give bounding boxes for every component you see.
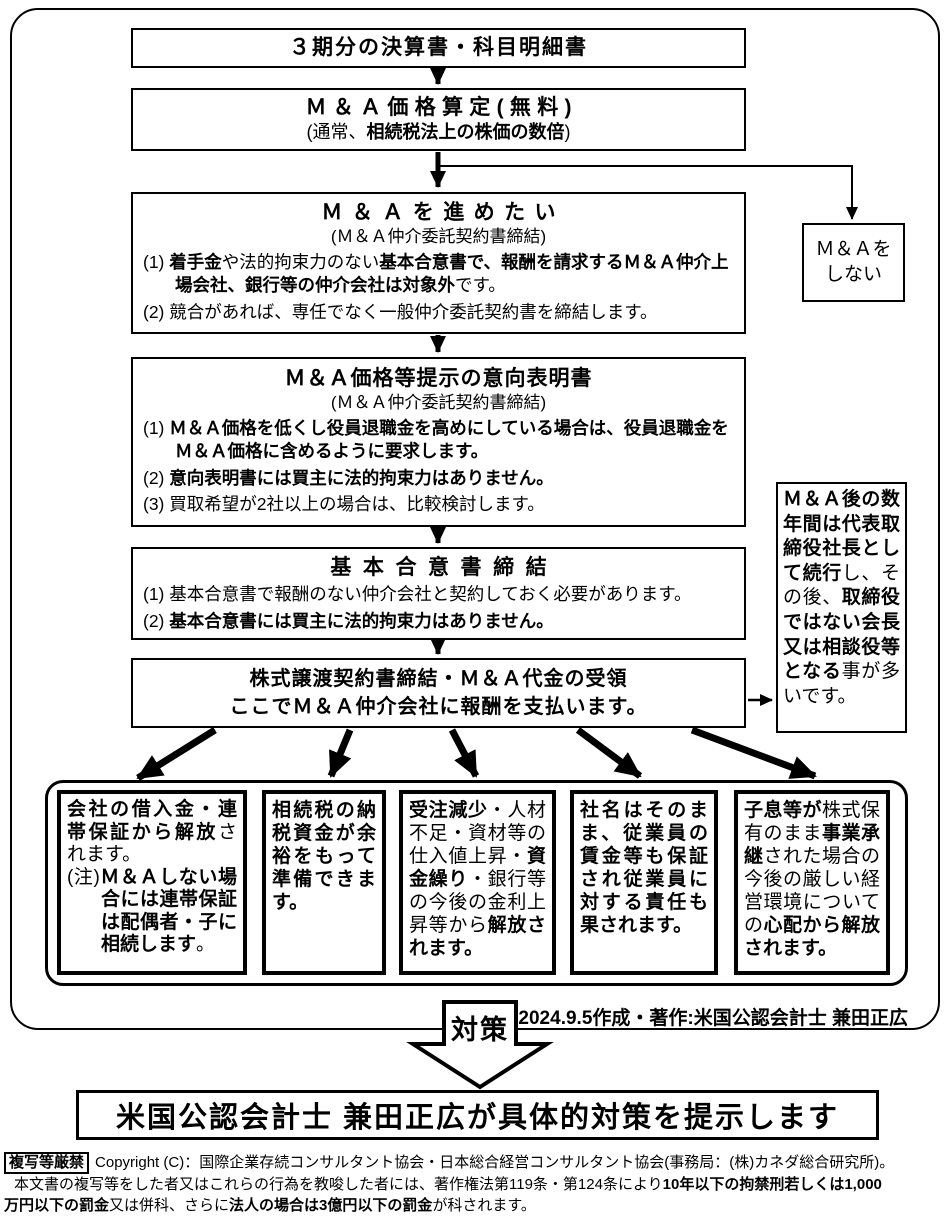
footer-line2-text: 本文書の複写等をした者又はこれらの行為を教唆した者には、著作権法第119条・第1…	[14, 1176, 882, 1193]
note-after-ma-text: Ｍ＆Ａ後の数年間は代表取締役社長として続行し、その後、取締役ではない会長又は相談…	[783, 489, 900, 707]
benefit-box-debt-guarantee: 会社の借入金・連帯保証から解放されます。 (注)Ｍ＆Ａしない場合には連帯保証は配…	[57, 790, 247, 975]
flow-box4-title: Ｍ＆Ａ価格等提示の意向表明書	[284, 367, 593, 390]
flow-box-no-ma: Ｍ＆Ａを しない	[802, 223, 905, 302]
footer-line1-text: Copyright (C)：国際企業存続コンサルタント協会・日本総合経営コンサル…	[95, 1154, 895, 1171]
benefit-box-inheritance-tax: 相続税の納税資金が余裕をもって準備できます。	[262, 790, 386, 975]
benefit5-para1: 子息等が株式保有のまま事業承継された場合の今後の厳しい経営環境についての心配から…	[744, 800, 880, 959]
copy-prohibited-stamp: 複写等厳禁	[4, 1152, 90, 1174]
flow-box-price-valuation: Ｍ＆Ａ価格算定(無料) (通常、相続税法上の株価の数倍)	[131, 88, 746, 151]
flow-box3-title: Ｍ＆Ａを進めたい	[321, 201, 566, 224]
arrow-fan-benefit4-icon	[575, 727, 643, 779]
taisaku-label: 対策	[451, 1015, 509, 1045]
taisaku-arrow-icon	[406, 1000, 554, 1090]
footer-line3-text: 万円以下の罰金又は併科、さらに法人の場合は3億円以下の罰金が科されます。	[4, 1197, 536, 1214]
flow-box4-subtitle: (Ｍ＆Ａ仲介委託契約書締結)	[330, 393, 547, 413]
flow-box-letter-of-intent: Ｍ＆Ａ価格等提示の意向表明書 (Ｍ＆Ａ仲介委託契約書締結) (1) Ｍ＆Ａ価格を…	[131, 357, 746, 527]
benefit-box-succession: 子息等が株式保有のまま事業承継された場合の今後の厳しい経営環境についての心配から…	[734, 790, 890, 975]
flow-box2-subtitle: (通常、相続税法上の株価の数倍)	[306, 122, 571, 143]
flow-box-basic-agreement: 基本合意書締結 (1) 基本合意書で報酬のない仲介会社と契約しておく必要がありま…	[131, 547, 746, 640]
no-ma-line1: Ｍ＆Ａを	[815, 238, 892, 260]
flow-box6-line1: 株式譲渡契約書締結・Ｍ＆Ａ代金の受領	[249, 668, 628, 690]
benefit2-para1: 相続税の納税資金が余裕をもって準備できます。	[272, 800, 376, 913]
flow-box-proceed-ma: Ｍ＆Ａを進めたい (Ｍ＆Ａ仲介委託契約書締結) (1) 着手金や法的拘束力のない…	[131, 192, 746, 334]
flow-box-share-transfer: 株式譲渡契約書締結・Ｍ＆Ａ代金の受領 ここでＭ＆Ａ仲介会社に報酬を支払います。	[131, 658, 746, 728]
no-ma-line2: しない	[824, 263, 882, 285]
flow-box5-title: 基本合意書締結	[330, 556, 559, 579]
flow-box1-title: ３期分の決算書・科目明細書	[289, 36, 588, 60]
benefit1-para2: (注)Ｍ＆Ａしない場合には連帯保証は配偶者・子に相続します。	[67, 866, 237, 956]
footer-line2: 本文書の複写等をした者又はこれらの行為を教唆した者には、著作権法第119条・第1…	[4, 1174, 948, 1195]
flow-box4-item-1: (1) Ｍ＆Ａ価格を低くし役員退職金を高めにしている場合は、役員退職金をＭ＆Ａ価…	[143, 417, 729, 462]
flow-box5-item-2: (2) 基本合意書には買主に法的拘束力はありません。	[143, 610, 554, 631]
flow-box4-item-3: (3) 買取希望が2社以上の場合は、比較検討します。	[143, 494, 545, 515]
bottom-banner: 米国公認会計士 兼田正広が具体的対策を提示します	[76, 1090, 879, 1140]
flow-box2-title: Ｍ＆Ａ価格算定(無料)	[305, 96, 578, 120]
benefit1-para1: 会社の借入金・連帯保証から解放されます。	[67, 799, 237, 865]
arrow-fan-benefit1-icon	[136, 727, 217, 781]
bottom-banner-text: 米国公認会計士 兼田正広が具体的対策を提示します	[115, 1102, 840, 1134]
benefit4-para1: 社名はそのまま、従業員の賃金等も保証され従業員に対する責任も果されます。	[580, 800, 708, 936]
flow-box3-subtitle: (Ｍ＆Ａ仲介委託契約書締結)	[330, 227, 547, 247]
flow-box-financial-statements: ３期分の決算書・科目明細書	[131, 28, 746, 68]
arrow-branch-no-ma-icon	[440, 165, 858, 220]
footer: 複写等厳禁 Copyright (C)：国際企業存続コンサルタント協会・日本総合経…	[4, 1152, 948, 1216]
footer-line1: 複写等厳禁 Copyright (C)：国際企業存続コンサルタント協会・日本総合経…	[4, 1152, 948, 1174]
benefit-box-business-worries: 受注減少・人材不足・資材等の仕入値上昇・資金繰り・銀行等の今後の金利上昇等から解…	[399, 790, 556, 975]
flow-box3-item-2: (2) 競合があれば、専任でなく一般仲介委託契約書を締結します。	[143, 301, 658, 322]
flow-box6-line2: ここでＭ＆Ａ仲介会社に報酬を支払います。	[229, 696, 648, 718]
arrow-fan-benefit3-icon	[448, 728, 480, 778]
arrow-fan-benefit2-icon	[327, 728, 354, 778]
note-after-ma: Ｍ＆Ａ後の数年間は代表取締役社長として続行し、その後、取締役ではない会長又は相談…	[776, 482, 907, 733]
arrow-fan-benefit5-icon	[690, 726, 817, 780]
benefit-box-employees: 社名はそのまま、従業員の賃金等も保証され従業員に対する責任も果されます。	[570, 790, 718, 975]
flow-box5-item-1: (1) 基本合意書で報酬のない仲介会社と契約しておく必要があります。	[143, 584, 692, 605]
credit-line: 2024.9.5作成・著作:米国公認会計士 兼田正広	[518, 1008, 908, 1029]
flow-box4-item-2: (2) 意向表明書には買主に法的拘束力はありません。	[143, 467, 554, 488]
benefit3-para1: 受注減少・人材不足・資材等の仕入値上昇・資金繰り・銀行等の今後の金利上昇等から解…	[409, 800, 546, 959]
benefits-group-frame	[45, 780, 908, 986]
footer-line3: 万円以下の罰金又は併科、さらに法人の場合は3億円以下の罰金が科されます。	[4, 1195, 948, 1216]
flow-box3-item-1: (1) 着手金や法的拘束力のない基本合意書で、報酬を請求するＭ＆Ａ仲介上場会社、…	[143, 251, 729, 296]
